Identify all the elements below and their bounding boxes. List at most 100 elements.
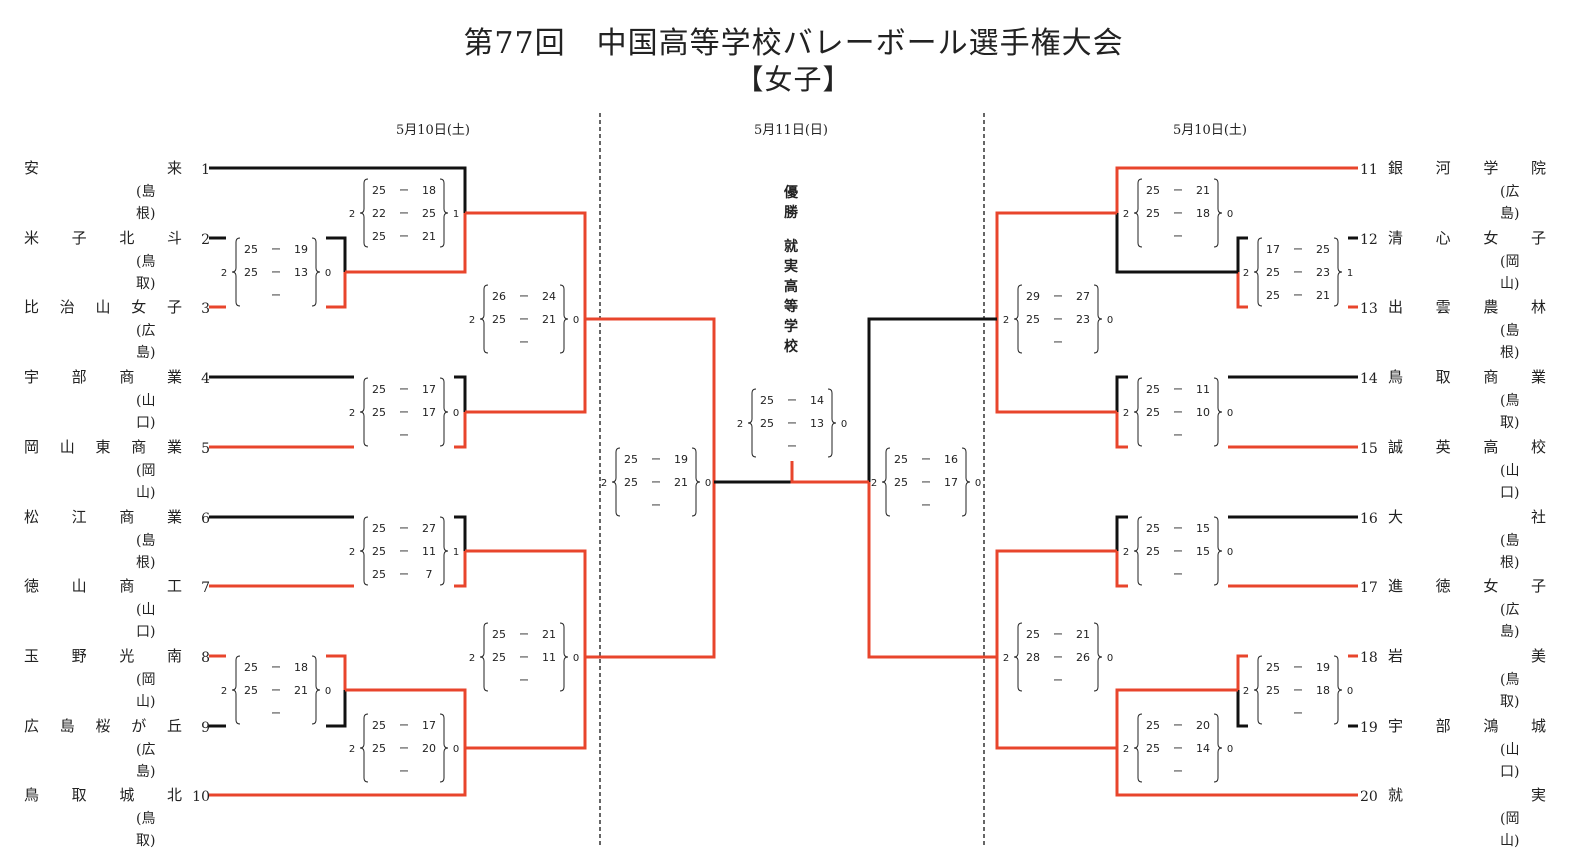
team-name-char: 松: [24, 508, 40, 526]
set-dash: ー: [271, 663, 281, 674]
score-total-right: 0: [975, 478, 981, 489]
score-box: [354, 374, 454, 450]
score-total-left: 2: [601, 478, 607, 489]
score-total-left: 2: [871, 478, 877, 489]
set-dash: ー: [1293, 245, 1303, 256]
bracket-line-winner: [1115, 688, 1238, 748]
score-total-left: 2: [221, 268, 227, 279]
bracket-line-loser: [867, 317, 997, 482]
team-seed: 17: [1360, 580, 1378, 596]
score-brace-right: [559, 284, 569, 354]
set-score-right: 11: [422, 545, 436, 558]
score-box: [354, 513, 454, 589]
champion-name-char: 高: [784, 279, 798, 295]
set-score-left: 25: [760, 417, 774, 430]
team-name-char: 来: [166, 159, 182, 177]
set-score-left: 25: [372, 568, 386, 581]
set-score-left: 25: [492, 628, 506, 641]
set-dash: ー: [519, 315, 529, 326]
team-name-char: 丘: [166, 717, 182, 735]
set-score-right: 24: [542, 290, 556, 303]
bracket-line-winner: [1115, 748, 1358, 797]
team-seed: 8: [201, 650, 210, 666]
team-name: 鳥取城北: [24, 784, 182, 806]
team-name: 宇部鴻城: [1388, 715, 1546, 737]
set-score-right: 15: [1196, 522, 1210, 535]
set-dash: ー: [921, 455, 931, 466]
score-box: [1008, 619, 1108, 695]
set-dash: ー: [271, 686, 281, 697]
score-brace-left: [881, 447, 891, 517]
team-prefecture: (広島): [1500, 184, 1520, 222]
team-prefecture: (広島): [1500, 602, 1520, 640]
bracket-line-winner: [465, 657, 587, 750]
team-name-char: 江: [71, 508, 87, 526]
team-prefecture: (岡山): [136, 672, 156, 710]
score-total-right: 0: [1227, 408, 1233, 419]
score-box: [354, 175, 454, 251]
team-name-char: 鳥: [1388, 368, 1404, 386]
score-total-left: 2: [1003, 315, 1009, 326]
team-seed: 1: [201, 162, 210, 178]
team-name-char: 業: [166, 438, 182, 456]
score-brace-right: [1213, 713, 1223, 783]
set-dash: ー: [1173, 721, 1183, 732]
set-dash: ー: [1053, 676, 1063, 687]
team-name-char: 鳥: [24, 786, 40, 804]
team-name-char: 玉: [24, 647, 40, 665]
team-name-char: 美: [1530, 647, 1546, 665]
champion-name-char: 実: [784, 259, 798, 275]
score-total-right: 0: [1107, 315, 1113, 326]
team-seed: 6: [201, 511, 210, 527]
set-score-right: 19: [1316, 661, 1330, 674]
set-score-left: 25: [894, 453, 908, 466]
score-box: [1008, 281, 1108, 357]
bracket-line-winner: [995, 211, 1117, 319]
set-score-right: 18: [1196, 207, 1210, 220]
set-score-left: 26: [492, 290, 506, 303]
team-prefecture: (広島): [136, 323, 156, 361]
team-prefecture: (島根): [136, 184, 156, 222]
team-name-char: 商: [119, 508, 135, 526]
score-total-left: 2: [349, 209, 355, 220]
team-prefecture: (鳥取): [136, 811, 156, 849]
team-seed: 5: [201, 441, 210, 457]
team-prefecture: (山口): [136, 393, 156, 431]
champion-name: 就実高等学校: [781, 237, 801, 357]
set-dash: ー: [1173, 524, 1183, 535]
team-seed: 3: [201, 301, 210, 317]
team-seed: 10: [192, 789, 210, 805]
score-box: [1128, 374, 1228, 450]
team-name: 鳥取商業: [1388, 366, 1546, 388]
set-dash: ー: [1173, 547, 1183, 558]
score-brace-right: [439, 178, 449, 248]
team-name-char: 野: [71, 647, 87, 665]
set-score-right: 10: [1196, 406, 1210, 419]
set-dash: ー: [1173, 209, 1183, 220]
score-total-left: 2: [1123, 744, 1129, 755]
set-score-right: 18: [422, 184, 436, 197]
team-name-char: 山: [59, 438, 75, 456]
set-score-left: 29: [1026, 290, 1040, 303]
team-name-char: 取: [71, 786, 87, 804]
set-score-left: 25: [894, 476, 908, 489]
team-name-char: 桜: [95, 717, 111, 735]
score-total-left: 2: [221, 686, 227, 697]
set-dash: ー: [399, 767, 409, 778]
team-name: 岩美: [1388, 645, 1546, 667]
champion-name-char: 就: [784, 239, 798, 255]
score-total-right: 0: [325, 686, 331, 697]
team-name-char: 光: [119, 647, 135, 665]
set-score-left: 25: [372, 545, 386, 558]
team-name-char: 業: [166, 368, 182, 386]
score-box: [742, 385, 842, 461]
score-box: [1248, 234, 1348, 310]
champion-name-char: 校: [784, 339, 798, 355]
set-dash: ー: [519, 292, 529, 303]
team-name: 玉野光南: [24, 645, 182, 667]
set-dash: ー: [1173, 385, 1183, 396]
score-brace-right: [439, 713, 449, 783]
team-name-char: 岩: [1388, 647, 1404, 665]
set-score-right: 25: [422, 207, 436, 220]
set-score-right: 18: [1316, 684, 1330, 697]
